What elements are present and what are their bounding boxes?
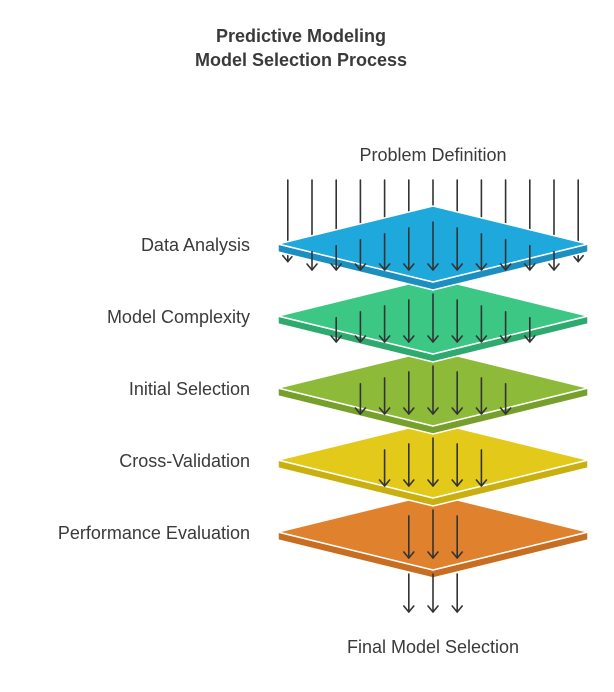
- output-arrow: [427, 573, 439, 613]
- layer-arrow: [402, 515, 415, 559]
- output-arrows: [402, 573, 464, 613]
- layer-arrow: [378, 449, 391, 487]
- layer-arrow: [475, 305, 488, 343]
- layer-arrow: [451, 299, 464, 343]
- layer-arrow: [451, 371, 464, 415]
- layer-arrow: [427, 293, 439, 343]
- layer-arrow: [378, 305, 391, 343]
- layer-arrow: [330, 316, 343, 343]
- layer-arrow: [475, 449, 488, 487]
- layer-arrow: [402, 371, 415, 415]
- layer-5: [277, 493, 589, 579]
- layer-arrow: [378, 233, 391, 271]
- layer-arrow: [523, 316, 536, 343]
- layer-arrow: [330, 244, 343, 271]
- layer-arrow: [402, 299, 415, 343]
- layer-arrow: [548, 250, 560, 271]
- layer-4: [277, 421, 589, 507]
- output-arrow: [402, 573, 415, 613]
- layer-arrow: [427, 509, 439, 559]
- layer-label: Data Analysis: [141, 235, 250, 255]
- layer-arrow: [451, 443, 464, 487]
- input-label: Problem Definition: [359, 145, 506, 165]
- layer-arrow: [427, 365, 439, 415]
- layer-arrow: [475, 377, 488, 415]
- layer-stack: [277, 205, 589, 579]
- output-label: Final Model Selection: [347, 637, 519, 657]
- layer-arrow: [378, 377, 391, 415]
- layer-3: [277, 349, 589, 435]
- title-line-2: Model Selection Process: [195, 50, 407, 70]
- layer-arrow: [354, 238, 367, 271]
- layer-arrow: [523, 244, 536, 271]
- layer-arrow: [354, 382, 367, 415]
- layer-arrow: [402, 443, 415, 487]
- layer-arrow: [402, 227, 415, 271]
- layer-arrow: [499, 382, 512, 415]
- layer-arrow: [427, 437, 439, 487]
- output-arrow: [451, 573, 464, 613]
- layer-label: Model Complexity: [107, 307, 250, 327]
- layer-labels: Performance Evaluation Cross-Validation In…: [58, 235, 250, 543]
- diagram-title: Predictive Modeling Model Selection Proc…: [195, 26, 407, 70]
- layer-arrow: [499, 310, 512, 343]
- layer-arrow: [451, 515, 464, 559]
- layer-arrow: [306, 250, 318, 271]
- layer-label: Initial Selection: [129, 379, 250, 399]
- layer-arrow: [451, 227, 464, 271]
- layer-arrow: [354, 310, 367, 343]
- layer-1: [277, 205, 589, 291]
- layer-2: [277, 277, 589, 363]
- layer-arrow: [427, 221, 439, 271]
- layer-arrow: [499, 238, 512, 271]
- title-line-1: Predictive Modeling: [216, 26, 386, 46]
- layer-arrow: [475, 233, 488, 271]
- layer-label: Performance Evaluation: [58, 523, 250, 543]
- layer-label: Cross-Validation: [119, 451, 250, 471]
